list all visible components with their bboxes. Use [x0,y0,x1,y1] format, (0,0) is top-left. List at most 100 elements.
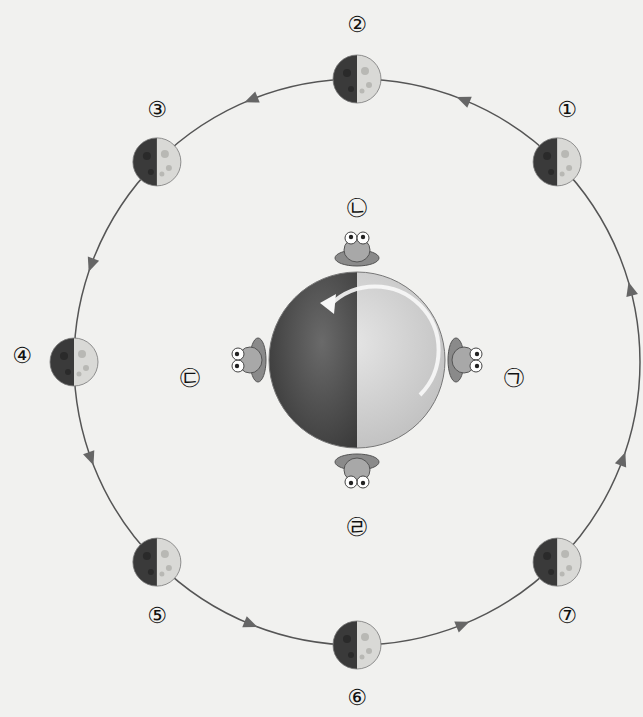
moon-crater [361,67,369,75]
orbit-arrows [83,91,638,632]
moon-outline [333,621,381,669]
observer-pupil [361,235,365,239]
moon [333,621,381,669]
moon-dark-half [50,338,74,386]
moon [533,538,581,586]
moon-crater [366,82,372,88]
moon-crater [148,169,154,175]
moon-dark-half [533,538,557,586]
observer-pupil [361,481,365,485]
moon [533,138,581,186]
moon-crater [159,572,164,577]
orbit-arrow [623,280,638,297]
moon-outline [533,538,581,586]
callout-number: ⑦ [557,605,577,627]
observer-pupil [235,352,239,356]
moon-crater [161,550,169,558]
moon-outline [533,138,581,186]
moon-crater [166,565,172,571]
moon-outline [50,338,98,386]
observer-eye [232,360,244,372]
moon-crater [361,633,369,641]
orbit-arrow [242,616,259,632]
callout-number: ④ [12,345,32,367]
callout-number: ㉣ [346,515,368,537]
moon-crater [148,569,154,575]
moon-lit-half [533,138,581,186]
moon-crater [561,550,569,558]
earth-day-side [269,272,445,448]
moon [133,138,181,186]
moon-outline [333,55,381,103]
moon-crater [566,565,572,571]
callout-number: ㉡ [346,196,368,218]
moon-crater [348,652,354,658]
orbit-arrow [454,616,471,632]
callout-number: ㉠ [503,366,525,388]
observer-eye [345,232,357,244]
moon-dark-half [133,138,157,186]
observer-pupil [475,352,479,356]
moon-crater [343,69,351,77]
earth-night-side [269,272,357,448]
moon-crater [77,372,82,377]
observer-pupil [475,364,479,368]
moon-dark-half [333,55,357,103]
moon-crater [60,352,68,360]
callout-number: ③ [147,99,167,121]
observer-eye [470,360,482,372]
callout-number: ① [557,99,577,121]
observer-eye [357,232,369,244]
observer-eye [357,476,369,488]
moon-crater [561,150,569,158]
moon-crater [548,169,554,175]
moon-crater [159,171,164,176]
moon-crater [78,350,86,358]
moon-lit-half [133,138,181,186]
moon-lit-half [133,538,181,586]
moon-crater [566,165,572,171]
moon-crater [143,152,151,160]
moon-lit-half [333,621,381,669]
callout-number: ⑤ [147,605,167,627]
observer-eye [232,348,244,360]
rotation-arrow-head [320,294,336,314]
rotation-arrow [330,286,439,395]
observer-pupil [235,364,239,368]
observer [448,338,482,382]
earth [269,272,445,448]
moon-dark-half [333,621,357,669]
observer-pupil [349,481,353,485]
moon-crater [366,648,372,654]
callout-number: ㉢ [179,366,201,388]
moon-crater [543,152,551,160]
moon-crater [143,552,151,560]
observer-eye [345,476,357,488]
moon-crater [360,655,365,660]
moon-crater [543,552,551,560]
moon-crater [65,369,71,375]
moon-crater [343,635,351,643]
observer [335,232,379,266]
moon-outline [133,138,181,186]
moon-crater [348,86,354,92]
moons [50,55,581,669]
moon-lit-half [50,338,98,386]
moon-crater [360,89,365,94]
moon-crater [166,165,172,171]
orbit-arrow [454,91,471,107]
orbit-arrow [83,450,99,467]
moon-outline [133,538,181,586]
moon-lit-half [333,55,381,103]
moon [133,538,181,586]
moon-dark-half [133,538,157,586]
moon-dark-half [533,138,557,186]
moon [50,338,98,386]
moon-crater [548,569,554,575]
observer-eye [470,348,482,360]
moon-crater [83,365,89,371]
moon [333,55,381,103]
callout-number: ② [347,14,367,36]
orbit-arrow [83,257,99,274]
